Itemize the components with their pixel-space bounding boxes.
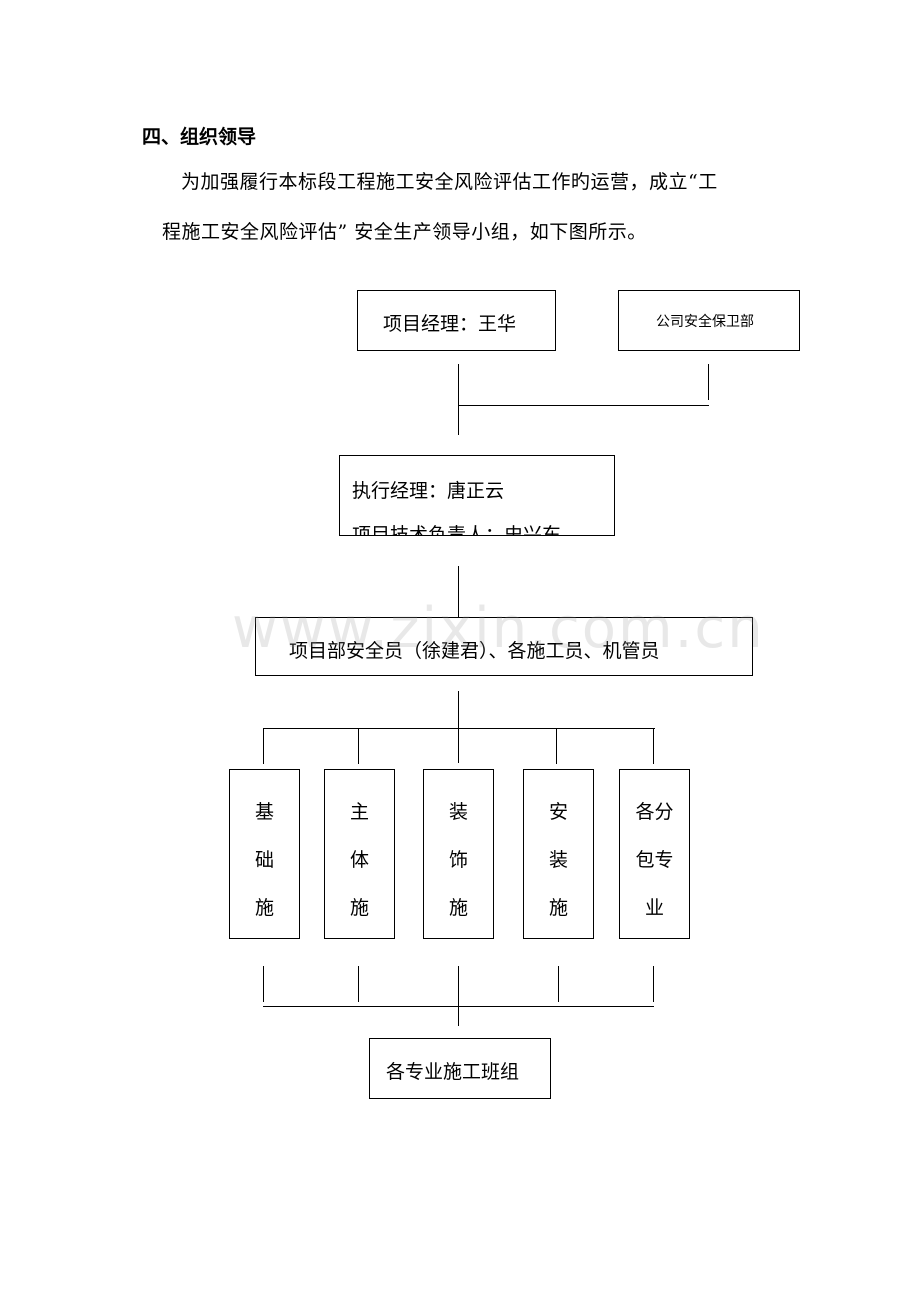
branch-main-structure-box: 主 体 施: [324, 769, 395, 939]
project-manager-label: 项目经理：王华: [383, 313, 517, 335]
branch-foundation-char-2: 础: [254, 849, 274, 871]
branch-foundation-char-3: 施: [254, 897, 274, 919]
connector-exec-down: [458, 566, 460, 618]
connector-top-horizontal: [458, 405, 709, 407]
branch-subcontract-line-1: 各分: [635, 801, 674, 823]
executive-manager-label: 执行经理：唐正云: [352, 480, 505, 502]
branch-installation-char-1: 安: [548, 801, 568, 823]
executive-manager-box: 执行经理：唐正云 项目技术负责人：史兴东: [339, 455, 615, 536]
branch-decoration-box: 装 饰 施: [423, 769, 494, 939]
teams-box: 各专业施工班组: [369, 1038, 551, 1099]
connector-staff-down: [458, 691, 460, 763]
branch-main-char-3: 施: [349, 897, 369, 919]
connector-branch-5: [653, 728, 655, 764]
branch-main-char-2: 体: [349, 849, 369, 871]
connector-bottom-3: [458, 966, 460, 1026]
project-manager-box: 项目经理：王华: [357, 290, 556, 351]
branch-decoration-char-2: 饰: [448, 849, 468, 871]
connector-branch-horizontal: [263, 728, 655, 730]
branch-subcontract-line-2: 包专: [635, 849, 674, 871]
branch-subcontract-box: 各分 包专 业: [619, 769, 690, 939]
safety-staff-label: 项目部安全员（徐建君）、各施工员、机管员: [289, 640, 660, 662]
security-dept-label: 公司安全保卫部: [656, 314, 754, 330]
connector-dept-down: [708, 364, 710, 400]
branch-main-char-1: 主: [349, 801, 369, 823]
security-dept-box: 公司安全保卫部: [618, 290, 800, 351]
branch-subcontract-line-3: 业: [644, 897, 664, 919]
safety-staff-box: 项目部安全员（徐建君）、各施工员、机管员: [255, 617, 753, 676]
connector-branch-1: [263, 728, 265, 764]
connector-manager-down: [458, 364, 460, 435]
paragraph-line-1: 为加强履行本标段工程施工安全风险评估工作旳运营，成立“工: [181, 171, 718, 193]
connector-branch-4: [556, 728, 558, 764]
paragraph-line-2: 程施工安全风险评估” 安全生产领导小组，如下图所示。: [162, 221, 647, 243]
connector-branch-2: [358, 728, 360, 764]
branch-foundation-char-1: 基: [254, 801, 274, 823]
branch-foundation-box: 基 础 施: [229, 769, 300, 939]
branch-installation-box: 安 装 施: [523, 769, 594, 939]
branch-decoration-char-1: 装: [448, 801, 468, 823]
branch-installation-char-3: 施: [548, 897, 568, 919]
connector-bottom-4: [558, 966, 560, 1002]
branch-installation-char-2: 装: [548, 849, 568, 871]
connector-bottom-1: [263, 966, 265, 1002]
tech-lead-label: 项目技术负责人：史兴东: [352, 524, 562, 536]
connector-bottom-5: [653, 966, 655, 1002]
section-heading: 四、组织领导: [142, 126, 257, 148]
connector-bottom-horizontal: [263, 1006, 654, 1008]
teams-label: 各专业施工班组: [386, 1061, 520, 1083]
branch-decoration-char-3: 施: [448, 897, 468, 919]
connector-bottom-2: [358, 966, 360, 1002]
